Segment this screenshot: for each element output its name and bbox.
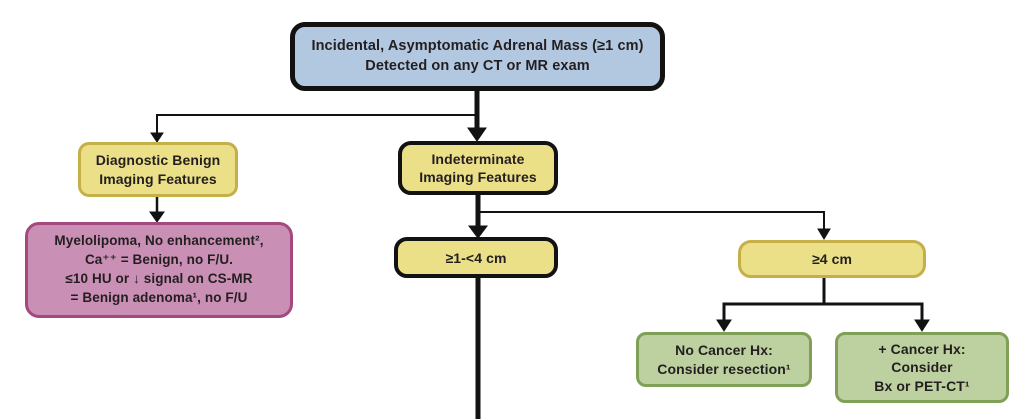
- arrowhead-down-icon: [914, 319, 930, 332]
- node-size-over-4cm: ≥4 cm: [738, 240, 926, 278]
- node-benign-detail: Myelolipoma, No enhancement², Ca⁺⁺ = Ben…: [25, 222, 293, 318]
- node-text-line: Consider resection¹: [657, 360, 791, 377]
- node-text-line: + Cancer Hx:: [878, 341, 966, 358]
- node-text-line: Myelolipoma, No enhancement²,: [54, 233, 264, 249]
- arrowhead-down-icon: [149, 211, 165, 223]
- arrowhead-down-icon: [467, 127, 487, 142]
- node-text-line: ≥1-<4 cm: [445, 249, 507, 266]
- node-text-line: Diagnostic Benign: [95, 152, 221, 169]
- node-text-line: = Benign adenoma¹, no F/U: [70, 289, 248, 305]
- node-text-line: Imaging Features: [99, 170, 217, 187]
- arrowhead-down-icon: [817, 228, 831, 240]
- node-text-line: Detected on any CT or MR exam: [365, 57, 590, 74]
- node-text-line: No Cancer Hx:: [675, 342, 773, 359]
- node-text-line: Consider: [891, 359, 953, 376]
- node-text-line: Bx or PET-CT¹: [874, 377, 970, 394]
- node-text-line: ≤10 HU or ↓ signal on CS-MR: [65, 271, 253, 286]
- arrowhead-down-icon: [150, 132, 164, 143]
- node-text-line: Imaging Features: [419, 169, 537, 185]
- arrowhead-down-icon: [468, 225, 488, 239]
- node-size-1-to-4cm: ≥1-<4 cm: [394, 237, 558, 278]
- node-text-line: Indeterminate: [431, 150, 525, 167]
- node-text-line: ≥4 cm: [811, 251, 853, 267]
- node-diagnostic-benign-features: Diagnostic Benign Imaging Features: [78, 142, 238, 197]
- node-incidental-adrenal-mass: Incidental, Asymptomatic Adrenal Mass (≥…: [290, 22, 665, 91]
- node-text-line: Ca⁺⁺ = Benign, no F/U.: [84, 252, 234, 268]
- node-indeterminate-features: Indeterminate Imaging Features: [398, 141, 558, 195]
- node-no-cancer-history: No Cancer Hx: Consider resection¹: [636, 332, 812, 387]
- arrowhead-down-icon: [716, 319, 732, 332]
- node-text-line: Incidental, Asymptomatic Adrenal Mass (≥…: [311, 37, 644, 54]
- node-cancer-history: + Cancer Hx: Consider Bx or PET-CT¹: [835, 332, 1009, 403]
